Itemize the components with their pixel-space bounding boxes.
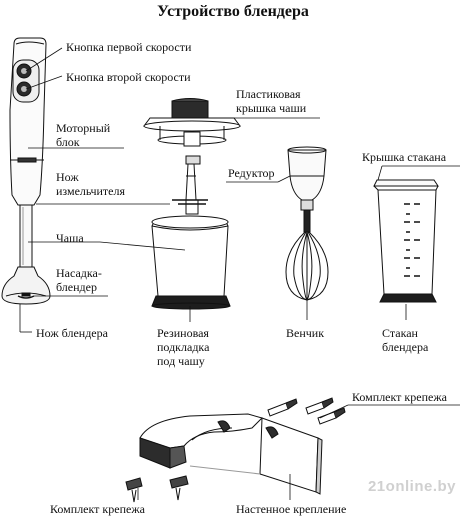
hand-blender	[1, 37, 51, 305]
label-chopper-knife: Нож измельчителя	[56, 170, 125, 198]
label-blender-attachment: Насадка- блендер	[56, 266, 102, 294]
label-bowl-pad: Резиновая подкладка под чашу	[157, 326, 210, 368]
label-cup: Стакан блендера	[382, 326, 429, 354]
chopper-assembly	[143, 98, 241, 310]
fasteners-right	[267, 397, 346, 425]
whisk-assembly	[285, 146, 329, 301]
label-motor-unit: Моторный блок	[56, 121, 111, 149]
diagram-title: Устройство блендера	[157, 3, 309, 20]
measuring-cup	[373, 179, 439, 303]
watermark: 21online.by	[367, 478, 456, 495]
fasteners-left	[125, 475, 189, 503]
label-fasteners-left: Комплект крепежа	[50, 502, 145, 516]
label-speed2-button: Кнопка второй скорости	[66, 70, 191, 84]
label-whisk: Венчик	[286, 326, 325, 340]
label-cup-lid: Крышка стакана	[362, 150, 447, 164]
wall-mount	[139, 413, 323, 495]
label-speed1-button: Кнопка первой скорости	[66, 40, 192, 54]
label-bowl: Чаша	[56, 231, 84, 245]
label-bowl-lid: Пластиковая крышка чаши	[236, 87, 307, 115]
label-wall-mount: Настенное крепление	[236, 502, 347, 516]
leader-lines	[19, 47, 460, 500]
label-fasteners-right: Комплект крепежа	[352, 390, 447, 404]
label-blender-knife: Нож блендера	[36, 326, 108, 340]
label-reducer: Редуктор	[228, 166, 275, 180]
